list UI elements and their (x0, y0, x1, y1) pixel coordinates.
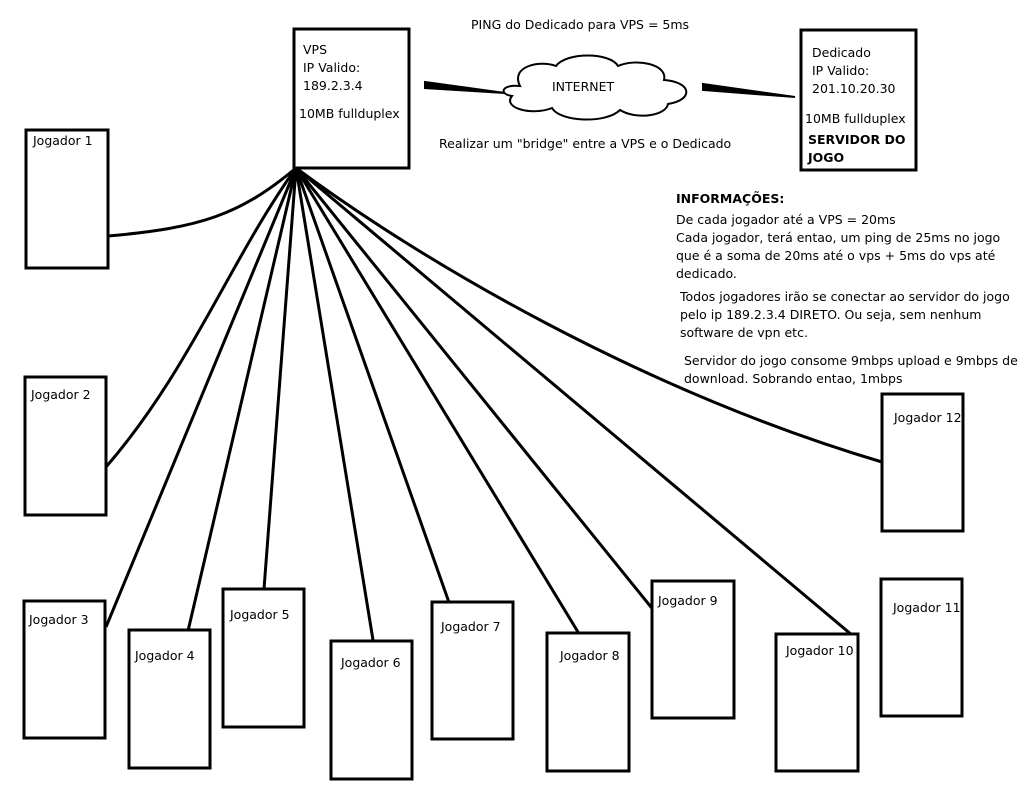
player-label-7: Jogador 7 (441, 619, 501, 634)
link-jogador-6 (294, 167, 375, 641)
bridge-text: Realizar um "bridge" entre a VPS e o Ded… (439, 136, 732, 151)
vps-bandwidth: 10MB fullduplex (299, 106, 400, 121)
info-heading: INFORMAÇÕES: (676, 191, 785, 206)
player-box-2 (23, 375, 108, 517)
link-jogador-1 (107, 166, 297, 238)
arrow-left (424, 80, 506, 94)
dedicated-name: Dedicado (812, 45, 871, 60)
link-jogador-9 (294, 167, 657, 613)
player-box-1 (24, 128, 110, 270)
link-jogador-2 (104, 167, 298, 468)
player-box-12 (880, 392, 965, 533)
link-jogador-8 (294, 167, 580, 633)
link-jogador-10 (295, 166, 853, 637)
dedicated-role-line2: JOGO (808, 150, 845, 165)
player-box-3 (22, 599, 107, 740)
info-p1-line1: De cada jogador até a VPS = 20ms (676, 212, 896, 227)
vps-name: VPS (303, 42, 328, 57)
player-label-3: Jogador 3 (29, 612, 89, 627)
vps-ip-label: IP Valido: (303, 60, 361, 75)
info-p3-line2: download. Sobrando entao, 1mbps (684, 371, 903, 386)
dedicated-role-line1: SERVIDOR DO (808, 132, 906, 147)
link-jogador-3 (104, 167, 298, 628)
vps-ip: 189.2.3.4 (303, 78, 363, 93)
info-p2-line3: software de vpn etc. (680, 325, 808, 340)
player-label-10: Jogador 10 (786, 643, 854, 658)
player-label-11: Jogador 11 (893, 600, 961, 615)
info-p1-line4: dedicado. (676, 266, 737, 281)
cloud-shape (502, 54, 688, 121)
arrow-right (702, 82, 796, 98)
link-jogador-7 (294, 167, 460, 629)
info-p2-line1: Todos jogadores irão se conectar ao serv… (680, 289, 1010, 304)
player-label-1: Jogador 1 (33, 133, 93, 148)
info-p2-line2: pelo ip 189.2.3.4 DIRETO. Ou seja, sem n… (680, 307, 982, 322)
internet-cloud (424, 54, 796, 121)
player-label-5: Jogador 5 (230, 607, 290, 622)
dedicated-bandwidth: 10MB fullduplex (805, 111, 906, 126)
player-box-10 (774, 632, 860, 773)
player-box-4 (127, 628, 212, 770)
ping-title: PING do Dedicado para VPS = 5ms (471, 17, 690, 32)
player-box-7 (430, 600, 515, 741)
player-label-8: Jogador 8 (560, 648, 620, 663)
player-links (104, 166, 883, 641)
info-p1-line2: Cada jogador, terá entao, um ping de 25m… (676, 230, 1001, 245)
player-label-2: Jogador 2 (31, 387, 91, 402)
player-box-5 (221, 587, 306, 729)
player-label-6: Jogador 6 (341, 655, 401, 670)
player-box-9 (650, 579, 736, 720)
dedicated-ip-label: IP Valido: (812, 63, 870, 78)
player-box-11 (879, 577, 964, 718)
info-p3-line1: Servidor do jogo consome 9mbps upload e … (684, 353, 1018, 368)
player-label-4: Jogador 4 (135, 648, 195, 663)
player-box-6 (329, 639, 414, 781)
link-jogador-4 (186, 167, 298, 632)
vps-box (292, 27, 411, 170)
player-box-8 (545, 631, 631, 773)
info-p1-line3: que é a soma de 20ms até o vps + 5ms do … (676, 248, 996, 263)
internet-label: INTERNET (552, 79, 615, 94)
link-jogador-12 (295, 166, 883, 464)
player-label-9: Jogador 9 (658, 593, 718, 608)
dedicated-box (799, 28, 918, 172)
link-jogador-5 (262, 167, 298, 590)
player-label-12: Jogador 12 (894, 410, 962, 425)
player-boxes (22, 128, 965, 781)
dedicated-ip: 201.10.20.30 (812, 81, 896, 96)
